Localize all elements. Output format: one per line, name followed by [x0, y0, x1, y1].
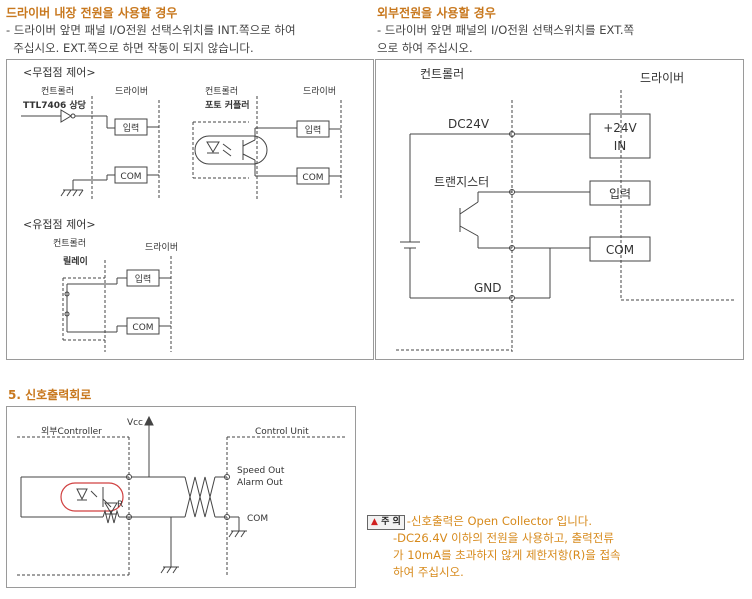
ttl-buffer-icon [60, 109, 72, 123]
resistor-label: R [117, 500, 123, 510]
ttl-ground-hatch-3 [72, 189, 78, 197]
note-line-1: -신호출력은 Open Collector 입니다. [406, 514, 593, 528]
ext-com-label: COM [606, 243, 634, 257]
alarm-out-label: Alarm Out [237, 478, 283, 488]
ttl-ground-hatch-4 [78, 189, 84, 197]
ext-in-label: IN [614, 139, 627, 153]
signal-output-diagram-panel: Vcc 외부Controller Control Unit Speed Out … [6, 406, 356, 588]
ext-plus24-label: +24V [603, 121, 637, 135]
note-line-4: 하여 주십시오. [393, 565, 464, 579]
internal-power-diagram-panel: <무접점 제어> 컨트롤러 드라이버 TTL7406 상당 입력 COM 컨트롤… [6, 59, 374, 360]
relay-driver-label: 드라이버 [145, 242, 178, 253]
internal-power-description: - 드라이버 앞면 패널 I/O전원 선택스위치를 INT.쪽으로 하여 주십시… [6, 21, 296, 57]
contactless-title: <무접점 제어> [23, 66, 96, 79]
ext-transistor-label: 트랜지스터 [434, 175, 489, 189]
control-unit-label: Control Unit [255, 427, 309, 437]
external-power-diagram-panel: 컨트롤러 드라이버 DC24V 트랜지스터 GND +24V IN 입력 COM [375, 59, 744, 360]
ttl-controller-label: 컨트롤러 [41, 86, 74, 97]
signal-resistor-icon [102, 509, 120, 524]
speed-out-label: Speed Out [237, 466, 285, 476]
photo-com-label: COM [302, 173, 323, 183]
signal-diode-icon [104, 502, 118, 514]
signal-bottom-terminal-left [126, 514, 132, 520]
external-power-heading: 외부전원을 사용할 경우 [377, 6, 496, 20]
external-desc-line-1: - 드라이버 앞면 패널의 I/O전원 선택스위치를 EXT.쪽 [377, 23, 635, 37]
external-desc-line-2: 으로 하여 주십시오. [377, 41, 473, 55]
signal-com-label: COM [247, 514, 268, 524]
ext-dc24v-label: DC24V [448, 117, 490, 131]
caution-note: ▲ 주 의-신호출력은 Open Collector 입니다. -DC26.4V… [367, 513, 667, 581]
ext-com-box [589, 236, 651, 262]
signal-top-terminal-right [224, 474, 230, 480]
ext-driver-label: 드라이버 [640, 71, 684, 85]
note-line-3: 가 10mA를 초과하지 않게 제한저항(R)을 접속 [393, 548, 621, 562]
optocoupler-led-icon [76, 488, 88, 501]
contact-title: <유접점 제어> [23, 218, 96, 231]
internal-power-heading: 드라이버 내장 전원을 사용할 경우 [6, 6, 178, 20]
ext-gnd-label: GND [474, 281, 502, 295]
caution-badge: ▲ 주 의 [367, 515, 405, 530]
signal-ground-hatch-1 [160, 566, 166, 574]
photo-device-label: 포토 커플러 [205, 99, 250, 111]
photo-light-arrow-2 [222, 149, 232, 157]
outside-controller-label: 외부Controller [41, 425, 102, 437]
photo-input-label: 입력 [305, 124, 322, 136]
relay-input-label: 입력 [135, 273, 152, 285]
ext-transistor-emitter [459, 225, 479, 237]
ttl-com-label: COM [120, 172, 141, 182]
ext-controller-label: 컨트롤러 [420, 67, 464, 81]
internal-desc-line-1: - 드라이버 앞면 패널 I/O전원 선택스위치를 INT.쪽으로 하여 [6, 23, 296, 37]
warning-icon: ▲ [371, 517, 378, 527]
relay-contact-bottom [64, 311, 70, 317]
optocoupler-light-arrow [90, 490, 98, 498]
signal-com-ground-hatch-2 [234, 530, 240, 538]
relay-com-label: COM [132, 323, 153, 333]
ttl-device-label: TTL7406 상당 [23, 99, 87, 111]
photo-controller-label: 컨트롤러 [205, 86, 238, 97]
signal-output-diagram: Vcc 외부Controller Control Unit Speed Out … [17, 415, 347, 576]
signal-ground-hatch-3 [172, 566, 178, 574]
internal-power-diagram: <무접점 제어> 컨트롤러 드라이버 TTL7406 상당 입력 COM 컨트롤… [21, 66, 342, 352]
ttl-driver-label: 드라이버 [115, 86, 148, 97]
ttl-input-label: 입력 [123, 122, 140, 134]
ext-input-label: 입력 [609, 187, 631, 201]
photo-driver-label: 드라이버 [303, 86, 336, 97]
ext-plus24-in-box [589, 113, 651, 159]
ext-transistor-collector [459, 201, 479, 215]
signal-com-ground-hatch-3 [240, 530, 246, 538]
note-line-2: -DC26.4V 이하의 전원을 사용하고, 출력전류 [393, 531, 614, 545]
photo-light-arrow-1 [222, 143, 232, 151]
signal-output-heading: 5. 신호출력회로 [8, 388, 92, 402]
twisted-pair-wire-b [184, 476, 216, 518]
relay-controller-label: 컨트롤러 [53, 238, 86, 249]
ttl-ground-hatch-2 [66, 189, 72, 197]
signal-com-ground-hatch-1 [228, 530, 234, 538]
external-power-diagram: 컨트롤러 드라이버 DC24V 트랜지스터 GND +24V IN 입력 COM [396, 67, 736, 352]
external-power-description: - 드라이버 앞면 패널의 I/O전원 선택스위치를 EXT.쪽 으로 하여 주… [377, 21, 634, 57]
photo-transistor-emitter [242, 153, 256, 161]
ext-input-box [589, 180, 651, 206]
photo-led-icon [206, 141, 220, 153]
optocoupler-outline [60, 482, 124, 512]
vcc-arrow-icon [144, 415, 154, 426]
relay-contact-top [64, 291, 70, 297]
signal-ground-hatch-2 [166, 566, 172, 574]
ttl-ground-hatch-1 [60, 189, 66, 197]
internal-desc-line-2: 주십시오. EXT.쪽으로 하면 작동이 되지 않습니다. [6, 41, 254, 55]
photo-transistor-collector [242, 139, 256, 147]
vcc-label: Vcc [127, 418, 143, 428]
photo-coupler-outline [194, 135, 268, 165]
relay-device-label: 릴레이 [63, 255, 88, 267]
